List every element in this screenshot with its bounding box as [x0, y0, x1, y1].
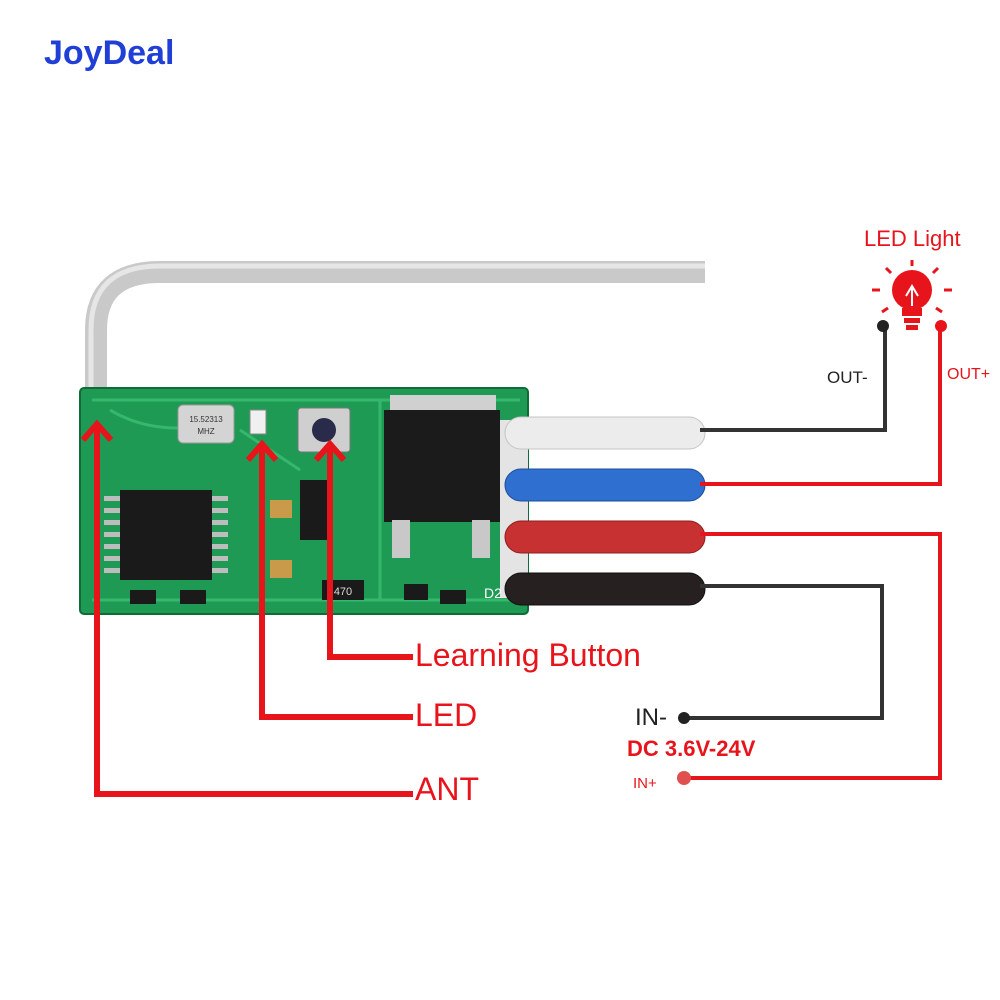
led-label: LED	[415, 697, 478, 733]
crystal-label-bottom: MHZ	[197, 427, 214, 436]
learning-button-label: Learning Button	[415, 637, 641, 673]
mosfet	[390, 395, 496, 413]
bulb-icon	[872, 260, 952, 330]
in-plus-line	[686, 532, 942, 780]
output-wires	[504, 416, 706, 606]
ic-chip	[120, 490, 212, 580]
out-minus-label: OUT-	[827, 368, 868, 387]
red-wire	[504, 520, 706, 554]
in-minus-label: IN-	[635, 704, 667, 731]
callout-ant	[80, 419, 413, 797]
blue-wire	[504, 468, 706, 502]
out-minus-line	[700, 328, 887, 432]
crystal	[177, 404, 235, 444]
diode-label: D2	[484, 585, 502, 601]
out-minus-terminal	[877, 320, 889, 332]
in-plus-terminal	[677, 771, 691, 785]
black-wire	[504, 572, 706, 606]
pcb-board	[79, 387, 529, 615]
voltage-range-label: DC 3.6V-24V	[627, 736, 756, 761]
white-wire	[504, 416, 706, 450]
crystal-label-top: 15.52313	[189, 415, 223, 424]
in-plus-label: IN+	[633, 775, 657, 792]
led-component	[249, 409, 267, 435]
callout-led	[245, 439, 413, 720]
in-minus-line	[686, 584, 884, 720]
led-light-title: LED Light	[864, 226, 961, 251]
out-plus-label: OUT+	[947, 366, 991, 383]
antenna-wire	[85, 261, 705, 405]
callout-learning-button	[313, 439, 413, 660]
out-plus-line	[700, 328, 942, 486]
out-plus-terminal	[935, 320, 947, 332]
antenna-wire-highlight	[88, 263, 705, 405]
ant-label: ANT	[415, 771, 479, 807]
in-minus-terminal	[678, 712, 690, 724]
brand-logo: JoyDeal	[44, 34, 175, 72]
resistor-label: 470	[334, 586, 352, 598]
